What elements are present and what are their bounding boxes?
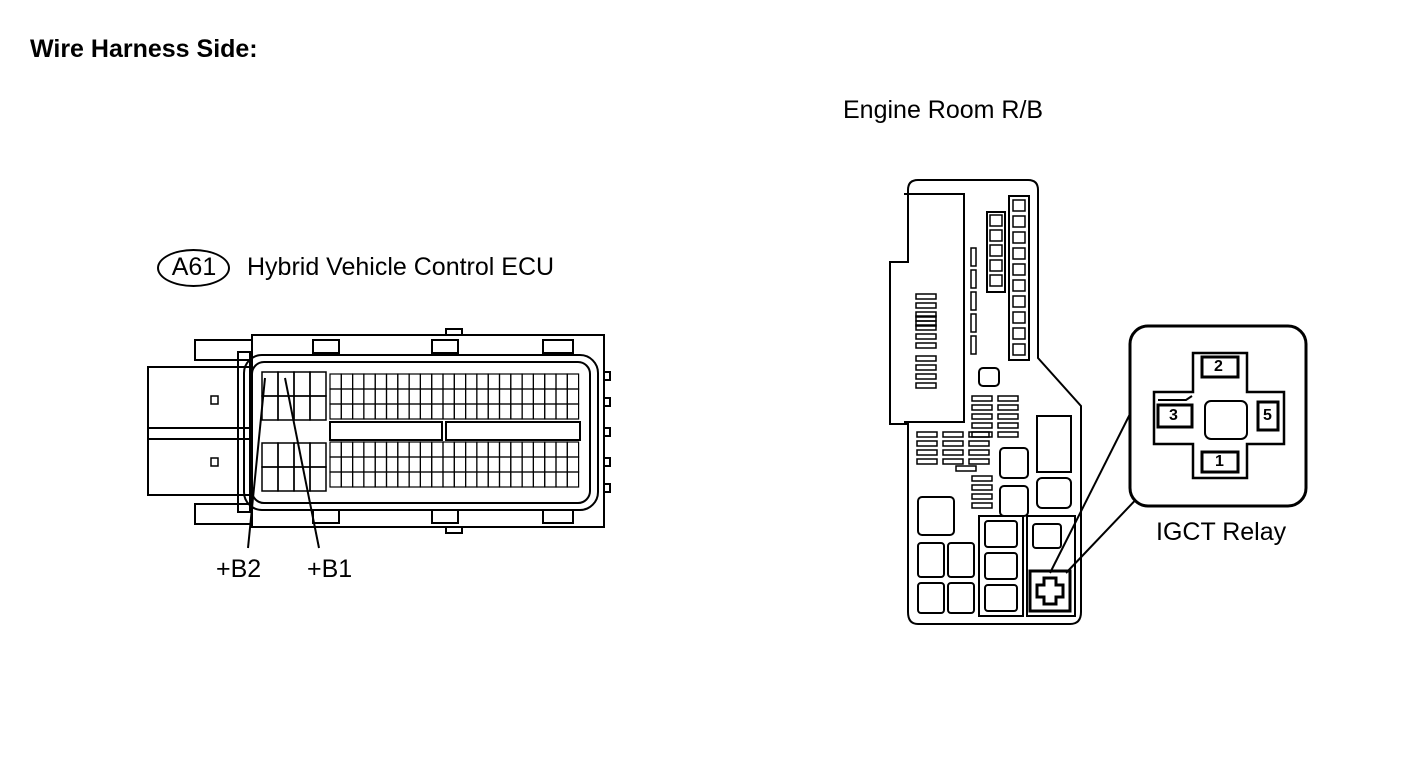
fuse-slot (970, 291, 977, 311)
ecu-pin-grid-bottom (329, 441, 580, 488)
fuse-slot (1012, 311, 1026, 324)
fuse-slot (971, 413, 993, 420)
fuse-slot (968, 431, 990, 438)
fuse-slot (915, 324, 937, 331)
fuse-slot (915, 302, 937, 309)
fuse-slot (916, 458, 938, 465)
relay-terminal-1: 1 (1215, 453, 1224, 470)
fuse-slot (1012, 343, 1026, 356)
fuse-slot (1012, 295, 1026, 308)
fuse-slot (1012, 247, 1026, 260)
relay-block-slots (915, 199, 1026, 509)
ecu-pin-cavity (566, 403, 580, 420)
connector-code-oval (157, 249, 230, 287)
ecu-pin-cavity (309, 466, 327, 492)
fuse-slot (942, 458, 964, 465)
fuse-slot (955, 465, 977, 472)
fuse-slot (968, 458, 990, 465)
relay-terminal-3: 3 (1169, 407, 1178, 424)
fuse-slot (997, 431, 1019, 438)
fuse-slot (997, 413, 1019, 420)
fuse-slot (942, 431, 964, 438)
fuse-slot (997, 422, 1019, 429)
fuse-slot (915, 311, 937, 318)
ecu-pin-cavity (566, 471, 580, 488)
page-title: Wire Harness Side: (30, 35, 258, 63)
fuse-slot (1012, 231, 1026, 244)
fuse-slot (915, 355, 937, 362)
fuse-slot (989, 259, 1003, 272)
fuse-slot (997, 395, 1019, 402)
fuse-slot (915, 342, 937, 349)
ecu-pin-grid-top (329, 373, 580, 420)
fuse-slot (916, 449, 938, 456)
fuse-slot (1012, 279, 1026, 292)
relay-terminal-2: 2 (1214, 358, 1223, 375)
fuse-slot (971, 502, 993, 509)
fuse-slot (971, 484, 993, 491)
relay-terminal-5: 5 (1263, 407, 1272, 424)
fuse-slot (916, 440, 938, 447)
fuse-slot (970, 335, 977, 355)
fuse-slot (1012, 215, 1026, 228)
fuse-slot (971, 404, 993, 411)
fuse-slot (915, 315, 937, 322)
ecu-pin-block-left (261, 371, 327, 492)
fuse-slot (915, 333, 937, 340)
ecu-name-label: Hybrid Vehicle Control ECU (247, 253, 555, 281)
fuse-slot (970, 313, 977, 333)
fuse-slot (942, 440, 964, 447)
fuse-slot (971, 475, 993, 482)
fuse-slot (915, 293, 937, 300)
fuse-slot (968, 449, 990, 456)
fuse-slot (989, 244, 1003, 257)
fuse-slot (942, 449, 964, 456)
fuse-slot (989, 274, 1003, 287)
fuse-slot (989, 214, 1003, 227)
fuse-slot (915, 382, 937, 389)
fuse-slot (971, 493, 993, 500)
fuse-slot (997, 404, 1019, 411)
fuse-slot (970, 247, 977, 267)
fuse-slot (971, 422, 993, 429)
fuse-slot (1012, 199, 1026, 212)
pin-b2-leader (247, 377, 266, 549)
pin-label-b1: +B1 (307, 555, 353, 583)
ecu-pin-cavity (309, 395, 327, 421)
fuse-slot (915, 373, 937, 380)
fuse-slot (968, 440, 990, 447)
connector-code: A61 (171, 253, 217, 281)
fuse-slot (971, 395, 993, 402)
fuse-slot (915, 364, 937, 371)
relay-name-label: IGCT Relay (1156, 518, 1287, 546)
fuse-slot (970, 269, 977, 289)
pin-label-b2: +B2 (216, 555, 262, 583)
fuse-slot (916, 431, 938, 438)
fuse-slot (989, 229, 1003, 242)
pin-b1-leader (284, 377, 320, 549)
relay-block-title: Engine Room R/B (843, 96, 1044, 124)
fuse-slot (1012, 263, 1026, 276)
relay-magnified-view (1128, 324, 1308, 508)
fuse-slot (1012, 327, 1026, 340)
